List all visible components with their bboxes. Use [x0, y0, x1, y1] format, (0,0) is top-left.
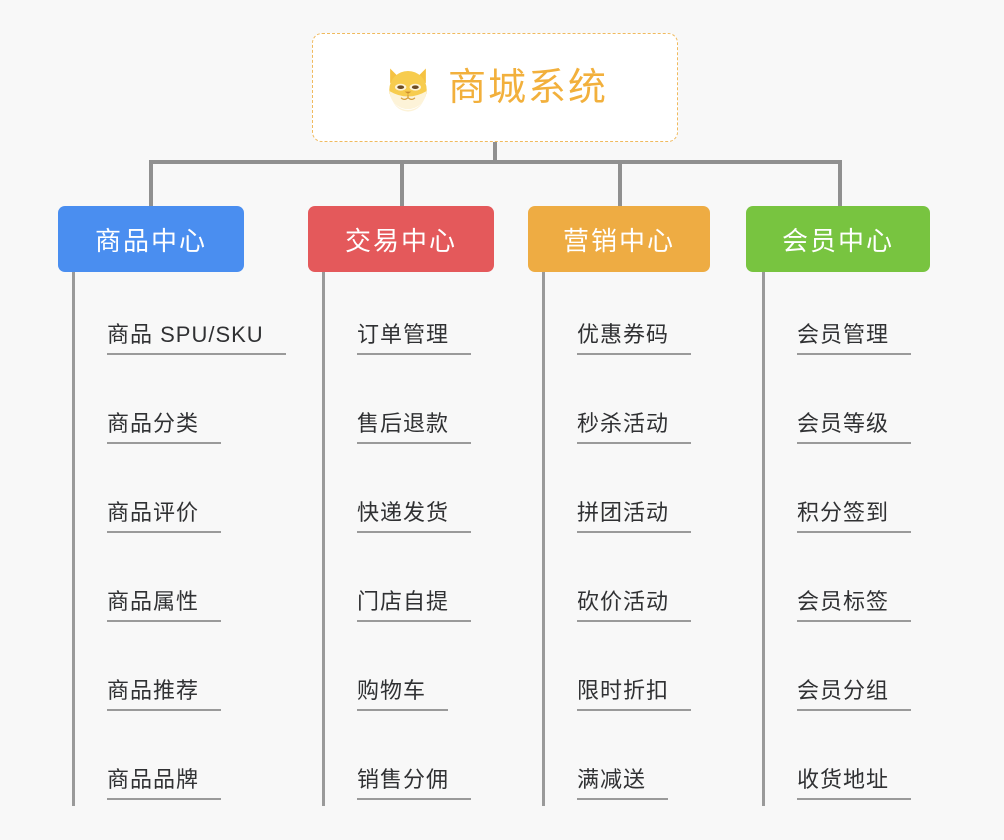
category-box-member[interactable]: 会员中心 — [746, 206, 930, 272]
leaf-label: 商品评价 — [107, 500, 222, 533]
connector-drop-4 — [838, 160, 842, 208]
list-item[interactable]: 会员分组 — [765, 628, 974, 717]
leaf-label: 快递发货 — [357, 500, 472, 533]
category-label-product: 商品中心 — [94, 225, 207, 256]
list-item[interactable]: 商品分类 — [75, 361, 284, 450]
leaf-column-trade: 订单管理 售后退款 快递发货 门店自提 购物车 销售分佣 — [322, 272, 534, 806]
category-label-marketing: 营销中心 — [562, 225, 675, 256]
leaf-label: 商品分类 — [107, 411, 222, 444]
list-item[interactable]: 销售分佣 — [325, 717, 534, 806]
root-connector-stub — [493, 142, 497, 163]
leaf-label: 秒杀活动 — [577, 411, 692, 444]
leaf-label: 商品品牌 — [107, 767, 222, 800]
connector-bus — [149, 160, 842, 164]
leaf-label: 会员等级 — [797, 411, 912, 444]
category-box-trade[interactable]: 交易中心 — [308, 206, 494, 272]
connector-drop-2 — [400, 160, 404, 208]
list-item[interactable]: 购物车 — [325, 628, 534, 717]
leaf-column-product: 商品 SPU/SKU 商品分类 商品评价 商品属性 商品推荐 商品品牌 — [72, 272, 286, 806]
leaf-label: 优惠券码 — [577, 322, 692, 355]
category-box-product[interactable]: 商品中心 — [58, 206, 244, 272]
list-item[interactable]: 商品推荐 — [75, 628, 284, 717]
leaf-label: 会员管理 — [797, 322, 912, 355]
leaf-label: 商品属性 — [107, 589, 222, 622]
list-item[interactable]: 会员等级 — [765, 361, 974, 450]
list-item[interactable]: 收货地址 — [765, 717, 974, 806]
leaf-column-marketing: 优惠券码 秒杀活动 拼团活动 砍价活动 限时折扣 满减送 — [542, 272, 754, 806]
connector-drop-3 — [618, 160, 622, 208]
list-item[interactable]: 商品属性 — [75, 539, 284, 628]
leaf-label: 售后退款 — [357, 411, 472, 444]
leaf-label: 购物车 — [357, 678, 449, 711]
list-item[interactable]: 会员管理 — [765, 272, 974, 361]
connector-drop-1 — [149, 160, 153, 208]
shiba-dog-icon — [389, 68, 427, 112]
leaf-label: 商品 SPU/SKU — [107, 322, 286, 355]
list-item[interactable]: 售后退款 — [325, 361, 534, 450]
category-label-member: 会员中心 — [781, 225, 894, 256]
leaf-label: 限时折扣 — [577, 678, 692, 711]
list-item[interactable]: 秒杀活动 — [545, 361, 754, 450]
list-item[interactable]: 商品 SPU/SKU — [75, 272, 286, 361]
leaf-label: 会员分组 — [797, 678, 912, 711]
leaf-column-member: 会员管理 会员等级 积分签到 会员标签 会员分组 收货地址 — [762, 272, 974, 806]
leaf-label: 商品推荐 — [107, 678, 222, 711]
leaf-label: 积分签到 — [797, 500, 912, 533]
list-item[interactable]: 商品评价 — [75, 450, 284, 539]
leaf-label: 收货地址 — [797, 767, 912, 800]
list-item[interactable]: 满减送 — [545, 717, 754, 806]
list-item[interactable]: 会员标签 — [765, 539, 974, 628]
leaf-label: 订单管理 — [357, 322, 472, 355]
leaf-label: 销售分佣 — [357, 767, 472, 800]
leaf-label: 拼团活动 — [577, 500, 692, 533]
list-item[interactable]: 砍价活动 — [545, 539, 754, 628]
list-item[interactable]: 拼团活动 — [545, 450, 754, 539]
root-node[interactable]: 商城系统 — [312, 33, 678, 142]
category-label-trade: 交易中心 — [344, 225, 457, 256]
leaf-label: 砍价活动 — [577, 589, 692, 622]
category-box-marketing[interactable]: 营销中心 — [528, 206, 710, 272]
root-title: 商城系统 — [447, 66, 608, 109]
leaf-label: 门店自提 — [357, 589, 472, 622]
leaf-label: 满减送 — [577, 767, 669, 800]
list-item[interactable]: 商品品牌 — [75, 717, 284, 806]
list-item[interactable]: 快递发货 — [325, 450, 534, 539]
list-item[interactable]: 订单管理 — [325, 272, 534, 361]
leaf-label: 会员标签 — [797, 589, 912, 622]
list-item[interactable]: 限时折扣 — [545, 628, 754, 717]
list-item[interactable]: 门店自提 — [325, 539, 534, 628]
list-item[interactable]: 优惠券码 — [545, 272, 754, 361]
list-item[interactable]: 积分签到 — [765, 450, 974, 539]
